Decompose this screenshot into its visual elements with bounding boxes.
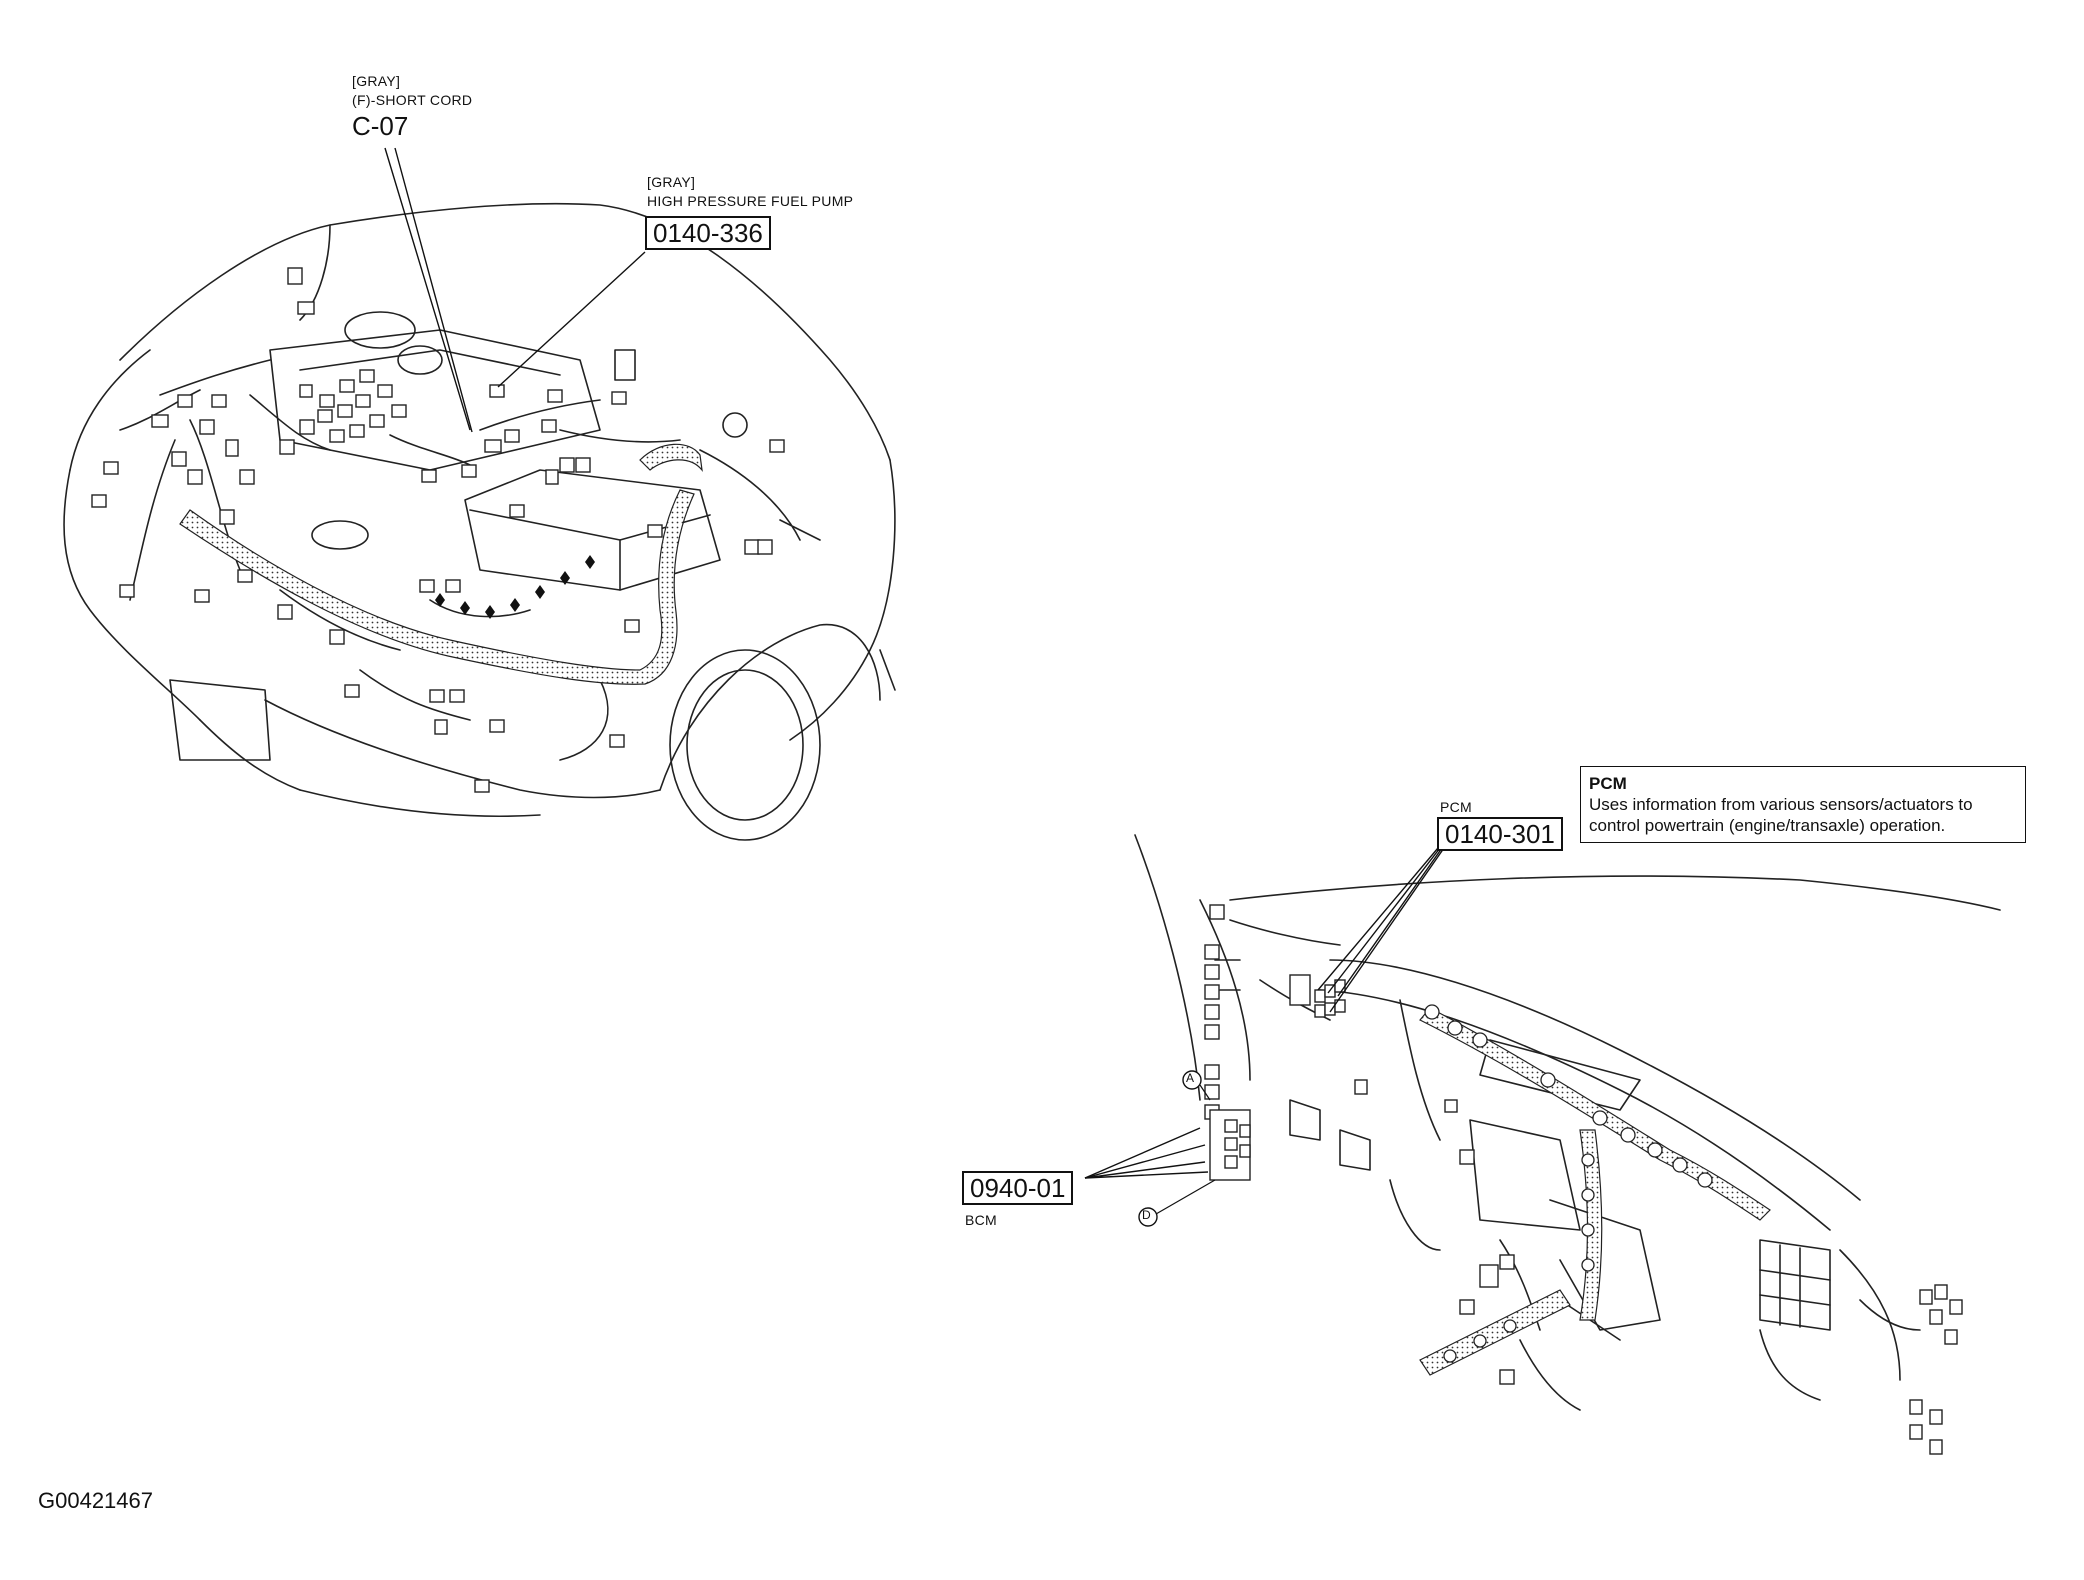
- dash-leader-lines: [1084, 847, 1445, 1179]
- dashboard-drawing: [1134, 834, 2001, 1411]
- fuel-pump-color-label: [GRAY]: [647, 174, 696, 190]
- pcm-info-title: PCM: [1589, 774, 1627, 793]
- marker-circles: [1138, 1070, 1202, 1227]
- marker-a-label: A: [1186, 1071, 1195, 1085]
- engine-leader-lines: [384, 147, 646, 433]
- figure-id: G00421467: [38, 1488, 153, 1513]
- engine-harness-diamond: [435, 555, 595, 619]
- c07-code-label: C-07: [352, 111, 409, 141]
- engine-connectors: [91, 267, 785, 793]
- c07-color-label: [GRAY]: [352, 73, 401, 89]
- dash-connectors: [1204, 904, 1963, 1455]
- dash-harness-rings: [1424, 1004, 1713, 1363]
- engine-harness-main: [179, 443, 703, 685]
- pcm-code-box: 0140-301: [1437, 817, 1563, 851]
- pcm-info-line1: Uses information from various sensors/ac…: [1589, 795, 1973, 814]
- pcm-label: PCM: [1440, 799, 1473, 815]
- c07-desc-label: (F)-SHORT CORD: [352, 92, 473, 108]
- fuel-pump-desc-label: HIGH PRESSURE FUEL PUMP: [647, 193, 854, 209]
- pcm-info-line2: control powertrain (engine/transaxle) op…: [1589, 816, 1946, 835]
- dash-harness: [1419, 1007, 1771, 1376]
- marker-d-label: D: [1142, 1208, 1151, 1222]
- pcm-info-box: PCM Uses information from various sensor…: [1580, 766, 2026, 843]
- fuel-pump-code-box: 0140-336: [645, 216, 771, 250]
- bcm-code-box: 0940-01: [962, 1171, 1074, 1205]
- bcm-label: BCM: [965, 1212, 998, 1228]
